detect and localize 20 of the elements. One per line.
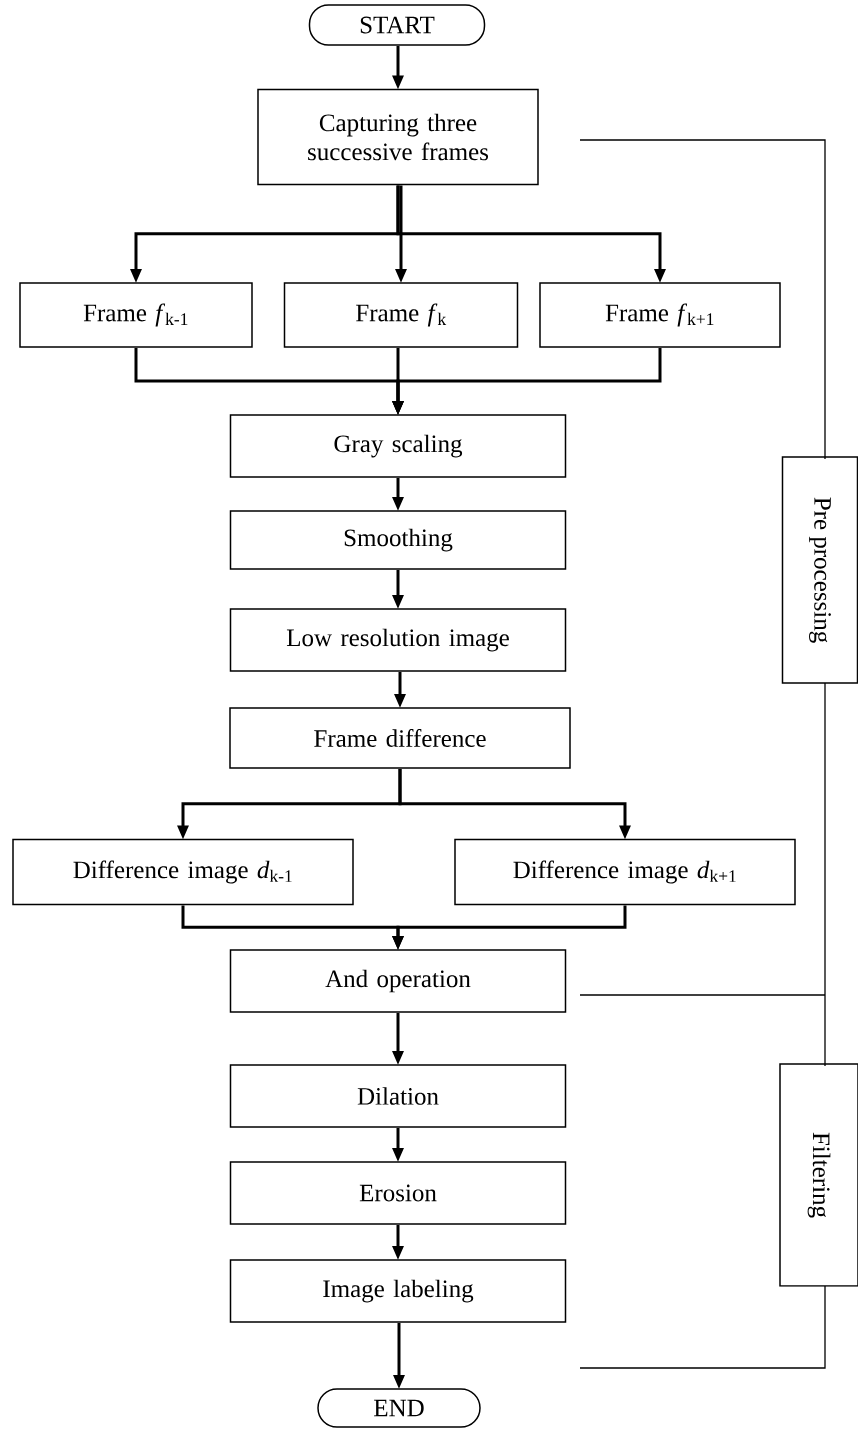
process-box: Gray scaling: [229, 414, 567, 478]
process-box: Erosion: [229, 1161, 567, 1225]
process-box: Difference image d$_{k+1}$: [454, 838, 796, 906]
phase-box: [781, 456, 858, 684]
process-box: Frame f$_{k}$: [283, 282, 519, 348]
process-box: And operation: [229, 949, 567, 1013]
process-box: Difference image d$_{k-1}$: [12, 838, 354, 906]
process-box: Low resolution image: [229, 608, 567, 672]
terminal-box: START: [308, 4, 486, 46]
node-label: Pre processing: [809, 497, 831, 643]
process-box: Frame difference: [229, 707, 571, 769]
process-box: Capturing three successive frames: [257, 88, 539, 186]
process-box: Smoothing: [229, 510, 567, 570]
process-box: Frame f$_{k-1}$: [19, 282, 253, 348]
terminal-box: END: [317, 1388, 481, 1428]
process-box: Dilation: [229, 1064, 567, 1128]
process-box: Frame f$_{k+1}$: [539, 282, 781, 348]
phase-box: [779, 1063, 858, 1287]
node-label: Filtering: [807, 1132, 831, 1218]
process-box: Image labeling: [229, 1259, 567, 1323]
